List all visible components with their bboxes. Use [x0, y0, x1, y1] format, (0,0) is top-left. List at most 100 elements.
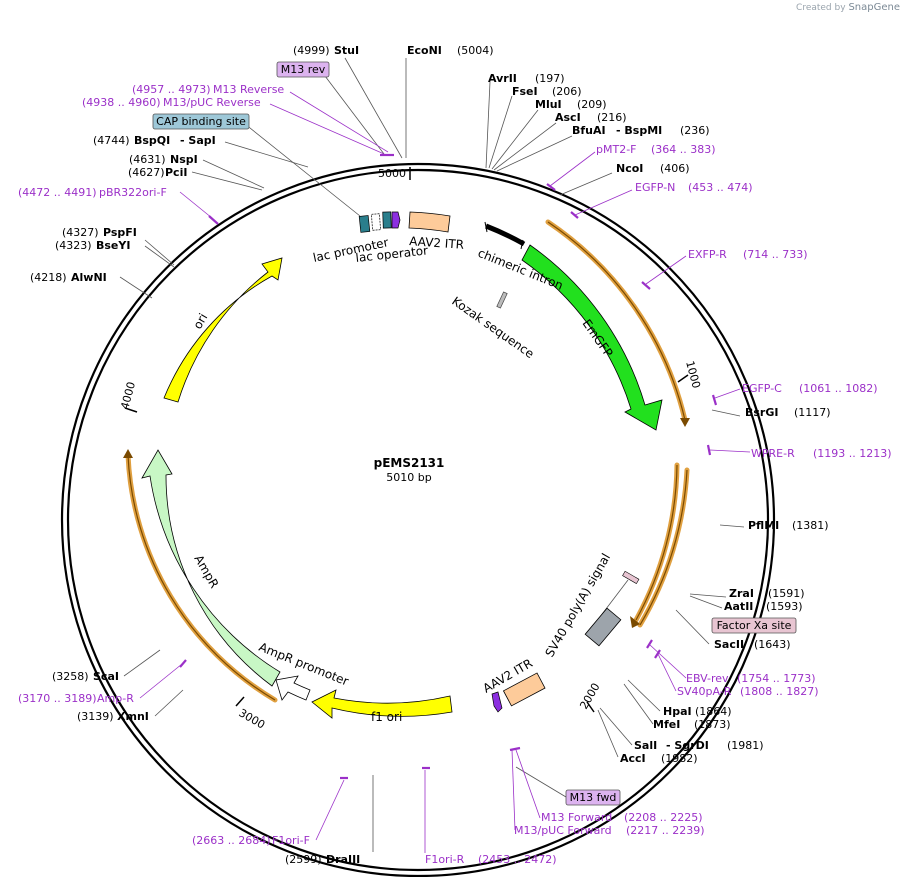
lac-operator-box[interactable] — [382, 211, 392, 229]
scai-pos: (3258) — [52, 670, 89, 683]
amp-r-name[interactable]: Amp-R — [97, 692, 134, 705]
zrai-name[interactable]: ZraI — [729, 587, 754, 600]
leader-lines — [119, 57, 745, 852]
m13-rev-arrow[interactable] — [391, 211, 401, 229]
pmt2-range: (364 .. 383) — [651, 143, 716, 156]
asci-name[interactable]: AscI — [555, 111, 581, 124]
sv40pa-r-range: (1808 .. 1827) — [740, 685, 819, 698]
exfp-r-name[interactable]: EXFP-R — [688, 248, 727, 261]
alwni-pos: (4218) — [30, 271, 67, 284]
econi-pos: (5004) — [457, 44, 494, 57]
sali-pos: (1981) — [727, 739, 764, 752]
ebv-rev-name[interactable]: EBV-rev — [686, 672, 729, 685]
aav2-itr-bottom-feature[interactable] — [502, 672, 546, 707]
emgfp-feature[interactable] — [521, 244, 663, 431]
bspqi-name[interactable]: BspQI — [134, 134, 170, 147]
aatii-pos: (1593) — [766, 600, 803, 613]
stui-pos: (4999) — [293, 44, 330, 57]
m13-reverse-name[interactable]: M13 Reverse — [213, 83, 284, 96]
aatii-name[interactable]: AatII — [724, 600, 753, 613]
sali-name[interactable]: SalI — [634, 739, 657, 752]
pbr322ori-name[interactable]: pBR322ori-F — [99, 186, 167, 199]
egfp-c-range: (1061 .. 1082) — [799, 382, 878, 395]
pcii-name[interactable]: PciI — [165, 166, 187, 179]
f1ori-r-range: (2453 .. 2472) — [478, 853, 557, 866]
alwni-name[interactable]: AlwNI — [71, 271, 107, 284]
mfei-pos: (1873) — [694, 718, 731, 731]
asci-pos: (216) — [597, 111, 627, 124]
mfei-name[interactable]: MfeI — [653, 718, 680, 731]
bspmi-name[interactable]: - BspMI — [616, 124, 662, 137]
tick-2000: 2000 — [577, 681, 602, 712]
ebv-rev-range: (1754 .. 1773) — [737, 672, 816, 685]
factor-xa-box[interactable] — [711, 617, 797, 634]
f1ori-r-name[interactable]: F1ori-R — [425, 853, 465, 866]
egfp-c-name[interactable]: EGFP-C — [742, 382, 782, 395]
sgrdi-name[interactable]: - SgrDI — [666, 739, 709, 752]
primer-marks — [179, 153, 718, 780]
bseyi-name[interactable]: BseYI — [96, 239, 130, 252]
factor-xa-label: Factor Xa site — [717, 619, 792, 632]
egfp-n-name[interactable]: EGFP-N — [635, 181, 675, 194]
aav2-itr-top-feature[interactable] — [408, 211, 451, 233]
bseyi-pos: (4323) — [55, 239, 92, 252]
chimeric-intron-feature[interactable] — [485, 223, 526, 247]
primer-leaders — [139, 91, 751, 853]
sv40-feature[interactable] — [584, 607, 622, 647]
egfp-n-range: (453 .. 474) — [688, 181, 753, 194]
pcii-pos: (4627) — [128, 166, 165, 179]
cap-site-box[interactable] — [371, 213, 381, 231]
bfuai-name[interactable]: BfuAI — [572, 124, 606, 137]
f1ori-f-range: (2663 .. 2684) — [192, 834, 271, 847]
credit-prefix: Created by — [796, 3, 846, 13]
kozak-feature[interactable] — [496, 291, 508, 309]
m13-rev-box[interactable] — [276, 61, 330, 78]
sacii-name[interactable]: SacII — [714, 638, 744, 651]
pspfi-name[interactable]: PspFI — [103, 226, 137, 239]
ori-feature[interactable] — [163, 257, 283, 403]
tick-5000: 5000 — [378, 167, 406, 180]
pflmi-name[interactable]: PflMI — [748, 519, 779, 532]
mlui-name[interactable]: MluI — [535, 98, 562, 111]
pmt2-name[interactable]: pMT2-F — [596, 143, 637, 156]
wpre-r-name[interactable]: WPRE-R — [751, 447, 795, 460]
ampr-promoter-feature[interactable] — [275, 675, 311, 701]
ncoi-name[interactable]: NcoI — [616, 162, 643, 175]
egfp-primer-arrow — [545, 219, 688, 423]
bsrgi-name[interactable]: BsrGI — [745, 406, 778, 419]
hpai-name[interactable]: HpaI — [663, 705, 692, 718]
tick-4000: 4000 — [118, 380, 138, 410]
sapi-name[interactable]: - SapI — [180, 134, 216, 147]
acci-name[interactable]: AccI — [620, 752, 646, 765]
aav2-itr-top-label: AAV2 ITR — [409, 234, 465, 252]
pflmi-pos: (1381) — [792, 519, 829, 532]
zrai-pos: (1591) — [768, 587, 805, 600]
scai-name[interactable]: ScaI — [93, 670, 119, 683]
pbr322ori-range: (4472 .. 4491) — [18, 186, 97, 199]
m13-fwd-box[interactable] — [565, 789, 621, 806]
lac-promoter-box[interactable] — [358, 215, 371, 233]
econi-name[interactable]: EcoNI — [407, 44, 442, 57]
factor-xa-feature[interactable] — [622, 570, 640, 585]
draiii-name[interactable]: DraIII — [326, 853, 360, 866]
m13-fwd-label: M13 fwd — [570, 791, 617, 804]
fsei-name[interactable]: FseI — [512, 85, 538, 98]
m13-puc-reverse-name[interactable]: M13/pUC Reverse — [163, 96, 261, 109]
f1ori-f-name[interactable]: F1ori-F — [272, 834, 310, 847]
avrii-name[interactable]: AvrII — [488, 72, 517, 85]
f1-ori-feature[interactable] — [311, 689, 453, 719]
sv40pa-r-name[interactable]: SV40pA-R — [677, 685, 732, 698]
m13-forward-range: (2208 .. 2225) — [624, 811, 703, 824]
cap-site-label-box[interactable] — [152, 113, 250, 130]
tick-3000: 3000 — [237, 706, 268, 731]
stui-name[interactable]: StuI — [334, 44, 359, 57]
plasmid-name: pEMS2131 — [374, 456, 445, 470]
xmni-name[interactable]: XmnI — [117, 710, 149, 723]
m13-fwd-arrow[interactable] — [491, 691, 503, 713]
nspi-name[interactable]: NspI — [170, 153, 198, 166]
amp-r-range: (3170 .. 3189) — [18, 692, 97, 705]
ncoi-pos: (406) — [660, 162, 690, 175]
m13-forward-name[interactable]: M13 Forward — [541, 811, 612, 824]
ampr-feature[interactable] — [141, 449, 281, 687]
m13-puc-forward-name[interactable]: M13/pUC Forward — [514, 824, 612, 837]
